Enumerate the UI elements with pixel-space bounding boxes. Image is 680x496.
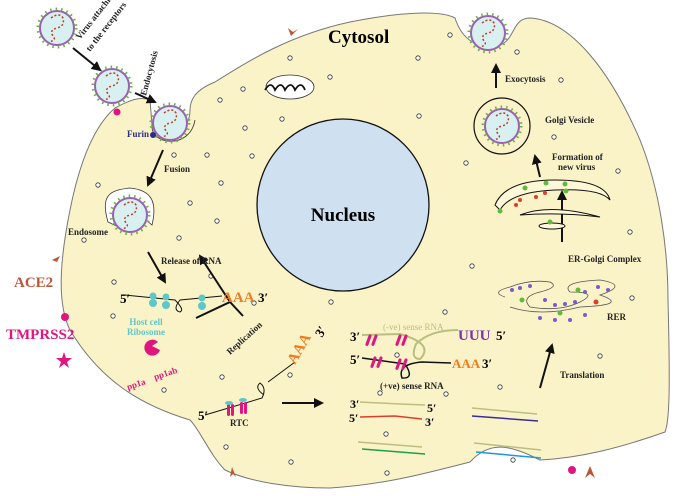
nucleus-label: Nucleus xyxy=(311,205,375,226)
exocytosis-label: Exocytosis xyxy=(505,74,546,84)
three-prime-label: 3′ xyxy=(350,397,359,411)
er-golgi-complex-label: ER-Golgi Complex xyxy=(568,254,642,264)
endocytosis-label: Endocytosis xyxy=(138,49,160,97)
negative-sense-rna xyxy=(361,329,459,361)
process-arrows xyxy=(72,47,567,408)
golgi-protein-dots xyxy=(497,180,569,225)
five-prime-label: 5′ xyxy=(349,411,358,425)
virus-particle xyxy=(91,65,133,107)
three-prime-label: 3′ xyxy=(350,329,360,344)
virus-particle xyxy=(36,7,78,49)
ribosome-label: Ribosome xyxy=(127,327,165,337)
formation-of-new-virus-label-2: new virus xyxy=(558,162,596,172)
five-prime-label: 5′ xyxy=(120,291,130,306)
pp1ab-icon xyxy=(144,339,160,356)
translating-ribosomes-icon xyxy=(365,334,408,370)
host-cell-label: Host cell xyxy=(129,317,163,327)
cytosol-vesicles xyxy=(81,32,635,476)
five-prime-label: 5′ xyxy=(198,408,208,423)
positive-sense-rna-label: (+ve) sense RNA xyxy=(380,381,444,391)
three-prime-label: 3′ xyxy=(425,415,434,429)
nucleus xyxy=(256,118,430,292)
five-prime-label: 5′ xyxy=(350,352,360,367)
five-prime-label: 5′ xyxy=(496,328,506,343)
endosome-label: Endosome xyxy=(68,227,108,237)
negative-sense-rna-label: (-ve) sense RNA xyxy=(383,322,444,332)
tmprss2-receptor-icon xyxy=(61,313,69,321)
rtc-complex-icon xyxy=(225,398,247,416)
rer-ribosome-dots xyxy=(510,284,610,322)
mitochondrion-icon xyxy=(264,74,315,100)
release-of-rna-label: Release of RNA xyxy=(161,256,222,266)
translation-label: Translation xyxy=(560,370,604,380)
formation-of-new-virus-label: Formation of xyxy=(552,152,604,162)
fusion-label: Fusion xyxy=(164,164,190,174)
subgenomic-rna-strands xyxy=(357,401,542,459)
rer-label: RER xyxy=(607,312,627,322)
golgi-vesicle xyxy=(473,97,531,155)
rtc-rna-strand xyxy=(204,361,296,416)
tmprss2-receptor-icon xyxy=(113,108,121,116)
ace2-receptor-icon xyxy=(288,28,298,36)
five-prime-label: 5′ xyxy=(427,401,436,415)
poly-a-tail-label: AAA xyxy=(452,356,481,371)
rtc-label: RTC xyxy=(230,418,249,428)
tmprss2-label: TMPRSS2 xyxy=(6,327,74,343)
ace2-receptor-icon xyxy=(230,467,236,477)
poly-a-tail-label: AAA xyxy=(222,290,255,306)
furin-icon xyxy=(150,132,156,138)
poly-u-label: UUU xyxy=(458,328,491,344)
golgi-vesicle-label: Golgi Vesicle xyxy=(545,115,594,125)
ace2-receptor-icon xyxy=(585,466,595,478)
viral-rna-strand xyxy=(124,294,223,313)
tmprss2-receptor-icon xyxy=(568,466,576,474)
three-prime-label: 3′ xyxy=(258,290,268,305)
rough-er xyxy=(498,279,616,313)
host-ribosome-icons xyxy=(149,292,206,310)
pp1a-star-icon xyxy=(56,352,72,368)
ace2-label: ACE2 xyxy=(14,275,53,291)
positive-sense-rna xyxy=(361,357,452,379)
three-prime-label: 3′ xyxy=(482,356,492,371)
ace2-receptor-icon xyxy=(52,256,60,262)
cytosol-label: Cytosol xyxy=(328,27,389,48)
furin-label: Furin xyxy=(127,129,149,139)
